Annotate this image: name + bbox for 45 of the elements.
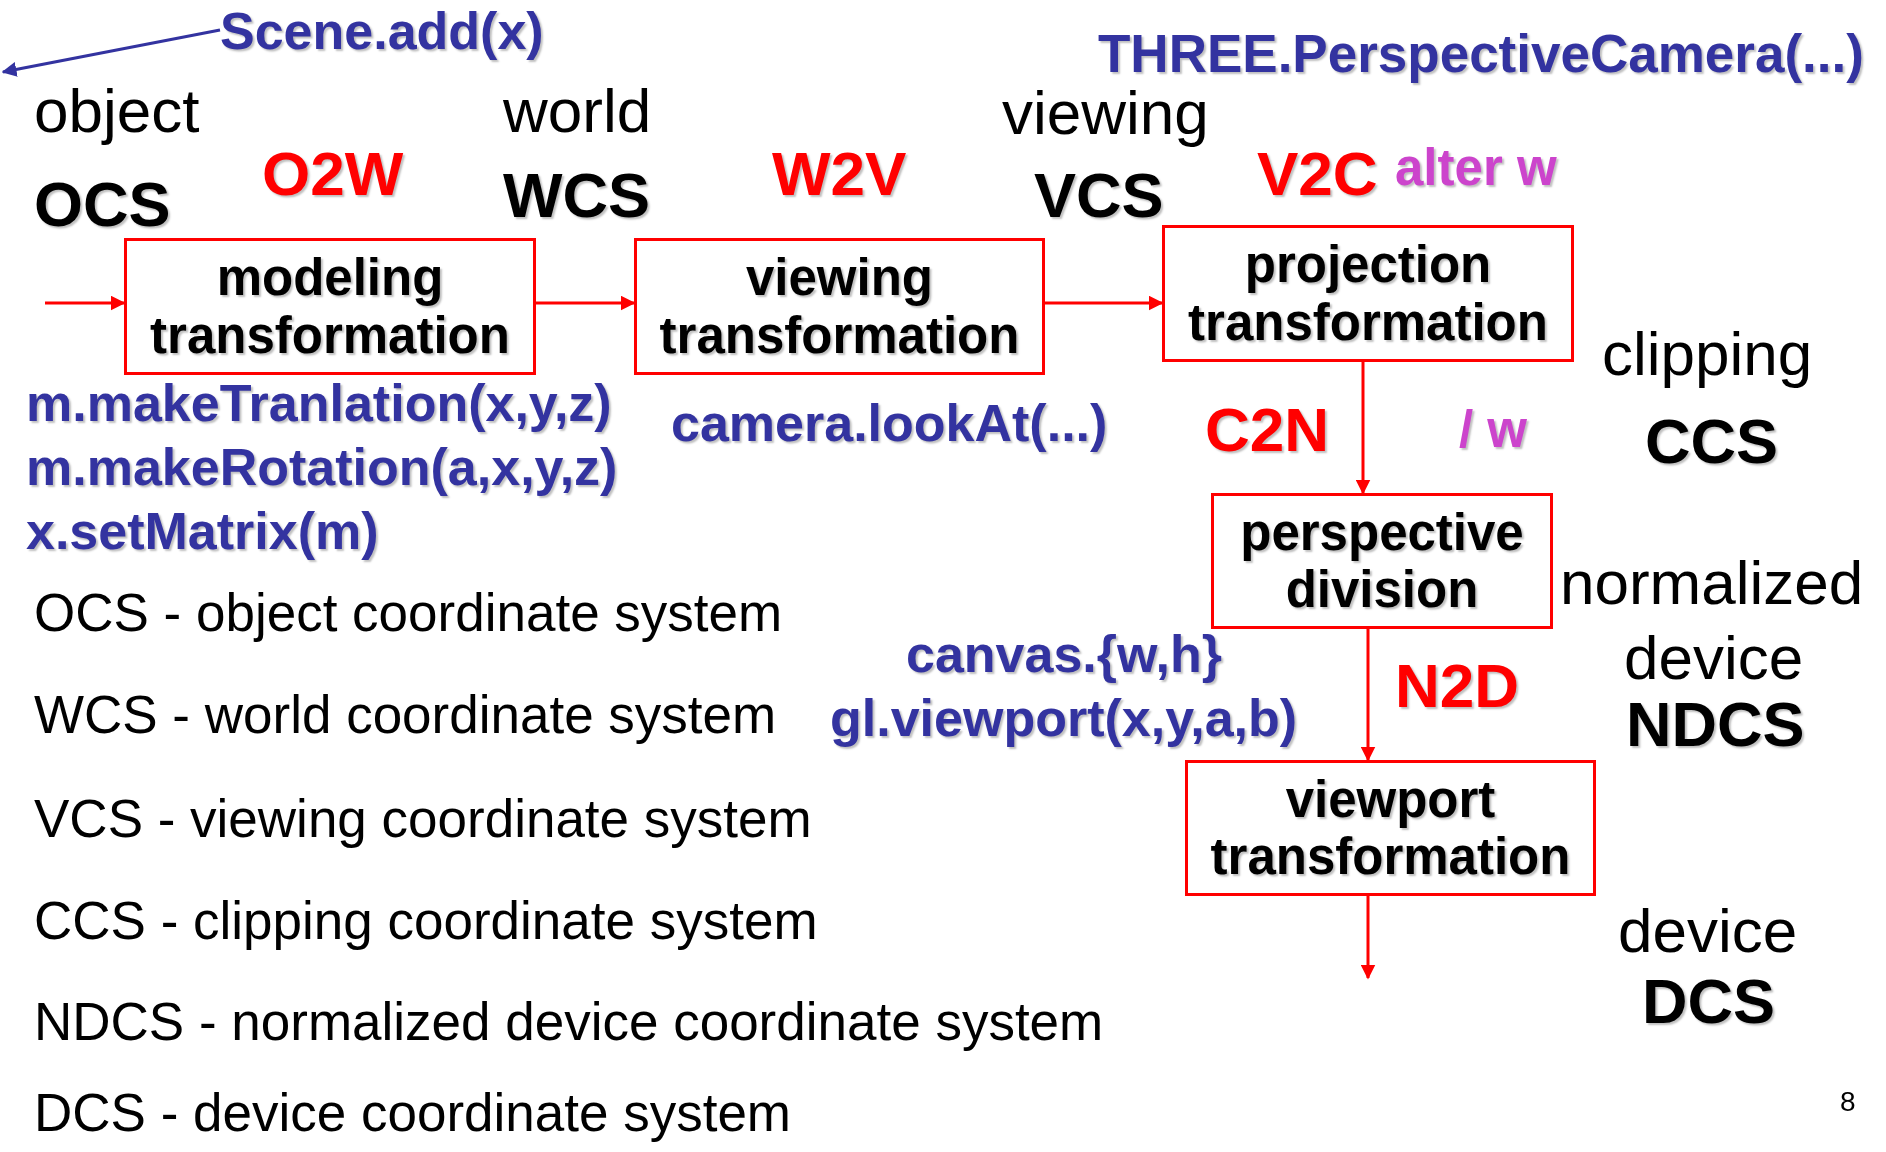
code-label: gl.viewport(x,y,a,b) — [830, 690, 1298, 748]
arrow — [536, 295, 636, 311]
coordinate-label: object — [34, 77, 200, 146]
arrow — [1045, 295, 1164, 311]
stage-label: W2V — [772, 140, 907, 209]
coordinate-label: clipping — [1602, 320, 1813, 389]
arrow — [1360, 629, 1376, 762]
stage-label: O2W — [262, 140, 404, 209]
definition-text: WCS - world coordinate system — [34, 686, 777, 745]
definition-text: CCS - clipping coordinate system — [34, 892, 818, 951]
coordinate-label: device — [1624, 624, 1804, 693]
process-box: viewport transformation — [1185, 760, 1596, 896]
code-label: m.makeRotation(a,x,y,z) — [26, 439, 618, 497]
code-label: x.setMatrix(m) — [26, 503, 379, 561]
code-label: Scene.add(x) — [220, 0, 544, 63]
definition-text: VCS - viewing coordinate system — [34, 790, 812, 849]
arrow — [1355, 362, 1371, 495]
arrow — [1, 28, 221, 77]
coordinate-abbreviation: VCS — [1034, 161, 1164, 231]
coordinate-abbreviation: OCS — [34, 170, 171, 240]
definition-text: DCS - device coordinate system — [34, 1084, 791, 1143]
coordinate-abbreviation: WCS — [503, 161, 650, 231]
coordinate-label: normalized — [1560, 549, 1864, 618]
page-number: 8 — [1840, 1087, 1856, 1118]
process-box: projection transformation — [1162, 225, 1574, 362]
coordinate-abbreviation: DCS — [1642, 967, 1775, 1037]
stage-label: C2N — [1205, 396, 1330, 465]
coordinate-label: device — [1618, 897, 1798, 966]
code-label: canvas.{w,h} — [906, 626, 1222, 684]
coordinate-abbreviation: NDCS — [1626, 690, 1805, 760]
coordinate-label: world — [503, 77, 652, 146]
code-label: camera.lookAt(...) — [671, 395, 1108, 453]
code-label: m.makeTranlation(x,y,z) — [26, 375, 612, 433]
definition-text: OCS - object coordinate system — [34, 584, 783, 643]
arrow — [45, 295, 126, 311]
process-box: viewing transformation — [634, 238, 1045, 375]
stage-label: V2C — [1257, 140, 1378, 209]
arrow — [1360, 896, 1376, 980]
stage-label: N2D — [1395, 652, 1520, 721]
process-box: modeling transformation — [124, 238, 536, 375]
process-box: perspective division — [1211, 493, 1553, 629]
coordinate-abbreviation: CCS — [1645, 407, 1778, 477]
definition-text: NDCS - normalized device coordinate system — [34, 993, 1104, 1052]
note-label: / w — [1459, 402, 1527, 459]
note-label: alter w — [1395, 140, 1557, 197]
